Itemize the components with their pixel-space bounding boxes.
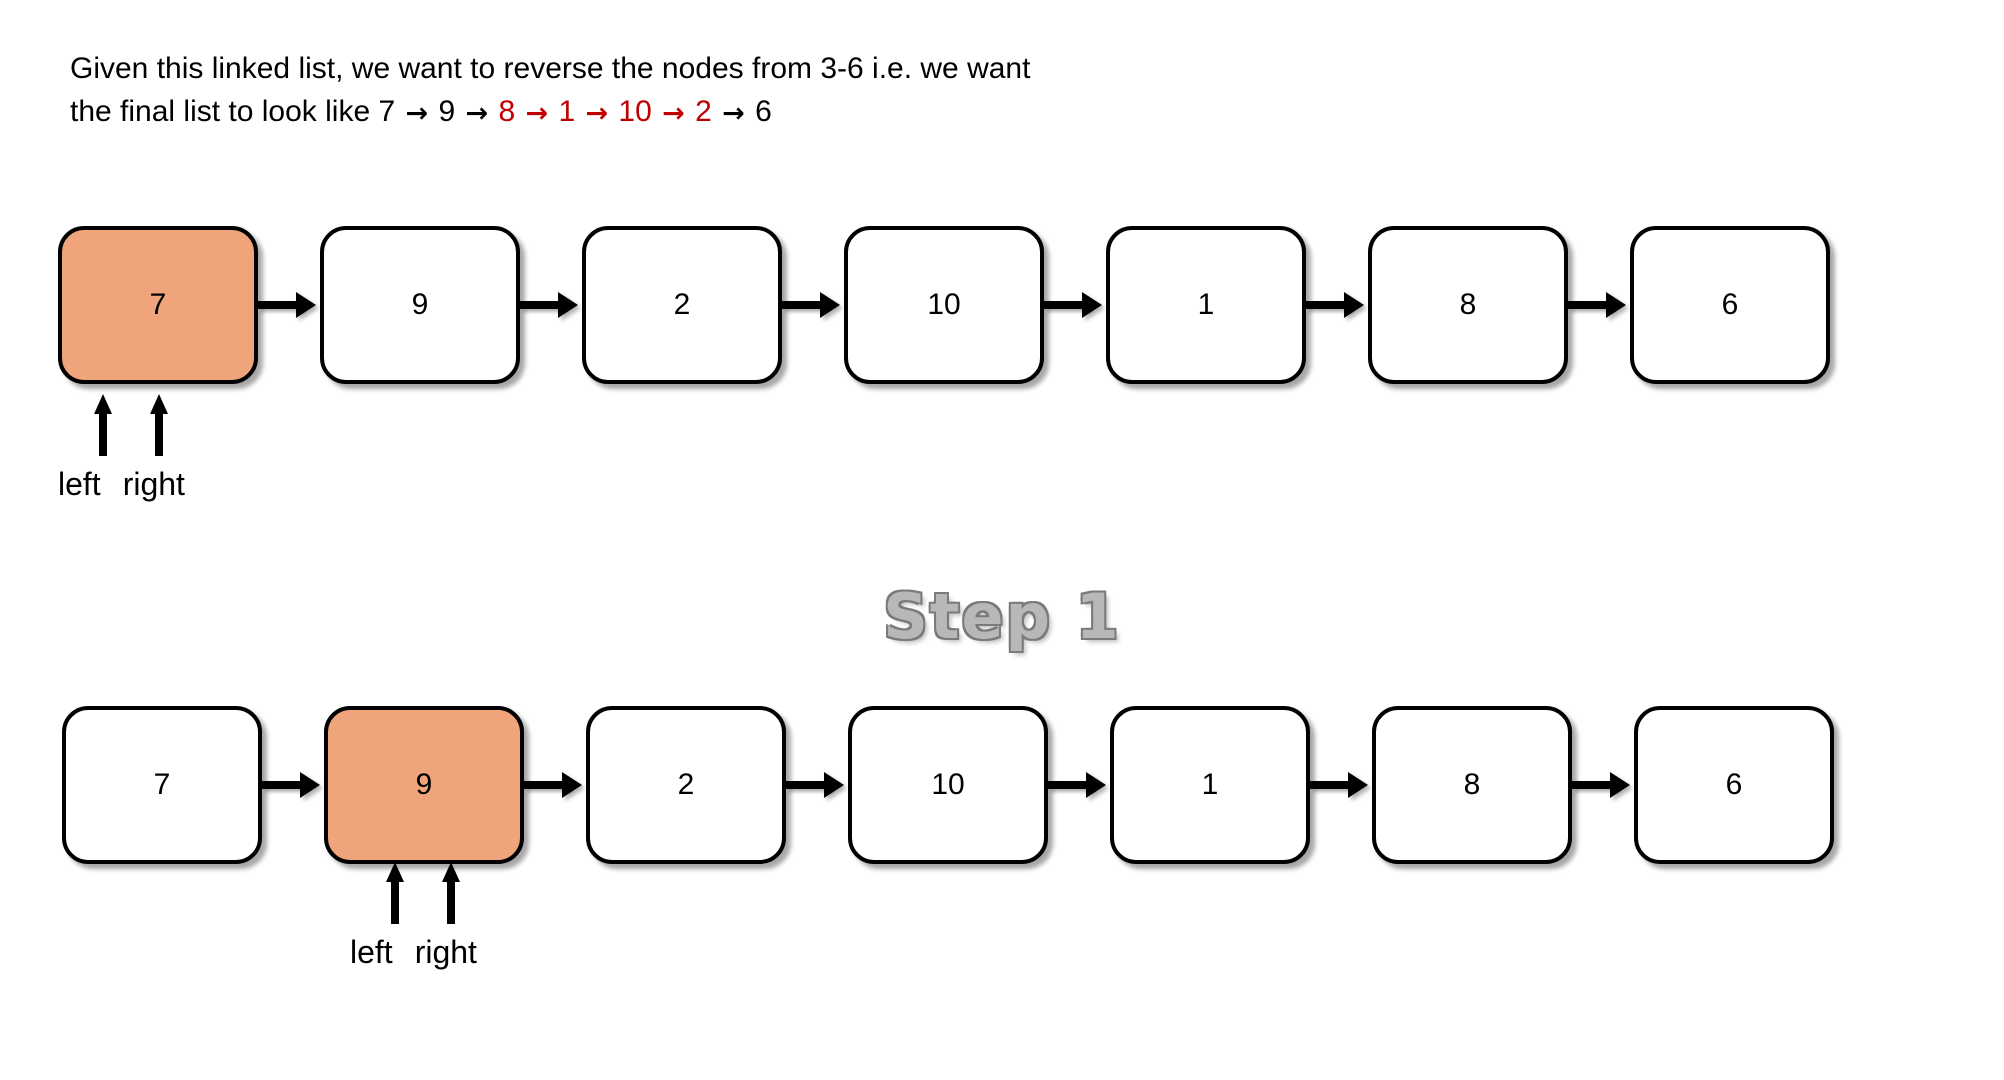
list-node: 10 [844,226,1044,384]
final-list-value-2: 2 [686,94,721,128]
up-arrow-icon-right [150,394,168,456]
list-node-value: 2 [673,288,691,321]
pointer-label-right: right [122,466,185,502]
up-arrow-icon-right [442,862,460,924]
list-node-value: 6 [1725,768,1743,801]
pointer-labels: left right [350,934,580,971]
next-pointer-arrow-icon [260,772,326,798]
final-list-value-9: 9 [430,94,464,128]
list-node-value: 9 [415,768,433,801]
list-node-value: 10 [927,288,961,321]
list-node: 6 [1634,706,1834,864]
arrow-icon: → [585,97,609,129]
next-pointer-arrow-icon [1042,292,1108,318]
list-node-value: 1 [1201,768,1219,801]
list-node-value: 1 [1197,288,1215,321]
next-pointer-arrow-icon [518,292,584,318]
next-pointer-arrow-icon [1308,772,1374,798]
list-node-value: 10 [931,768,965,801]
final-list-value-1: 1 [550,94,584,128]
final-list-prefix: the final list to look like 7 [70,94,404,128]
next-pointer-arrow-icon [1046,772,1112,798]
arrow-icon: → [525,97,549,129]
pointer-label-left: left [58,466,101,502]
next-pointer-arrow-icon [1570,772,1636,798]
pointer-arrows [350,858,580,924]
next-pointer-arrow-icon [1566,292,1632,318]
final-list-value-8: 8 [490,94,524,128]
problem-statement-line-2: the final list to look like 7 → 9 → 8 → … [70,91,1470,134]
up-arrow-icon-left [386,862,404,924]
list-node: 7 [62,706,262,864]
list-node: 1 [1106,226,1306,384]
pointer-label-right: right [414,934,477,970]
list-node-value: 6 [1721,288,1739,321]
arrow-icon: → [662,97,685,129]
problem-statement-line-1: Given this linked list, we want to rever… [70,52,1031,85]
next-pointer-arrow-icon [780,292,846,318]
pointer-labels: left right [58,466,288,503]
list-node-highlighted: 9 [324,706,524,864]
list-node-value: 7 [149,288,167,321]
list-node: 10 [848,706,1048,864]
list-node-highlighted: 7 [58,226,258,384]
arrow-icon: → [465,97,489,129]
next-pointer-arrow-icon [1304,292,1370,318]
list-node: 2 [582,226,782,384]
list-node: 9 [320,226,520,384]
list-node: 8 [1368,226,1568,384]
final-list-value-10: 10 [610,94,661,128]
list-node: 6 [1630,226,1830,384]
problem-statement: Given this linked list, we want to rever… [70,48,1470,133]
arrow-icon: → [405,97,429,129]
arrow-icon: → [722,97,745,129]
list-node-value: 9 [411,288,429,321]
list-node: 1 [1110,706,1310,864]
step-title: Step 1 [883,580,1121,653]
pointer-arrows [58,390,288,456]
next-pointer-arrow-icon [256,292,322,318]
list-node-value: 8 [1463,768,1481,801]
pointer-label-left: left [350,934,393,970]
list-node-value: 7 [153,768,171,801]
list-node: 8 [1372,706,1572,864]
up-arrow-icon-left [94,394,112,456]
next-pointer-arrow-icon [784,772,850,798]
next-pointer-arrow-icon [522,772,588,798]
pointer-markers-row-2: left right [350,858,580,971]
list-node: 2 [586,706,786,864]
list-node-value: 2 [677,768,695,801]
pointer-markers-row-1: left right [58,390,288,503]
final-list-value-6: 6 [746,94,772,128]
list-node-value: 8 [1459,288,1477,321]
